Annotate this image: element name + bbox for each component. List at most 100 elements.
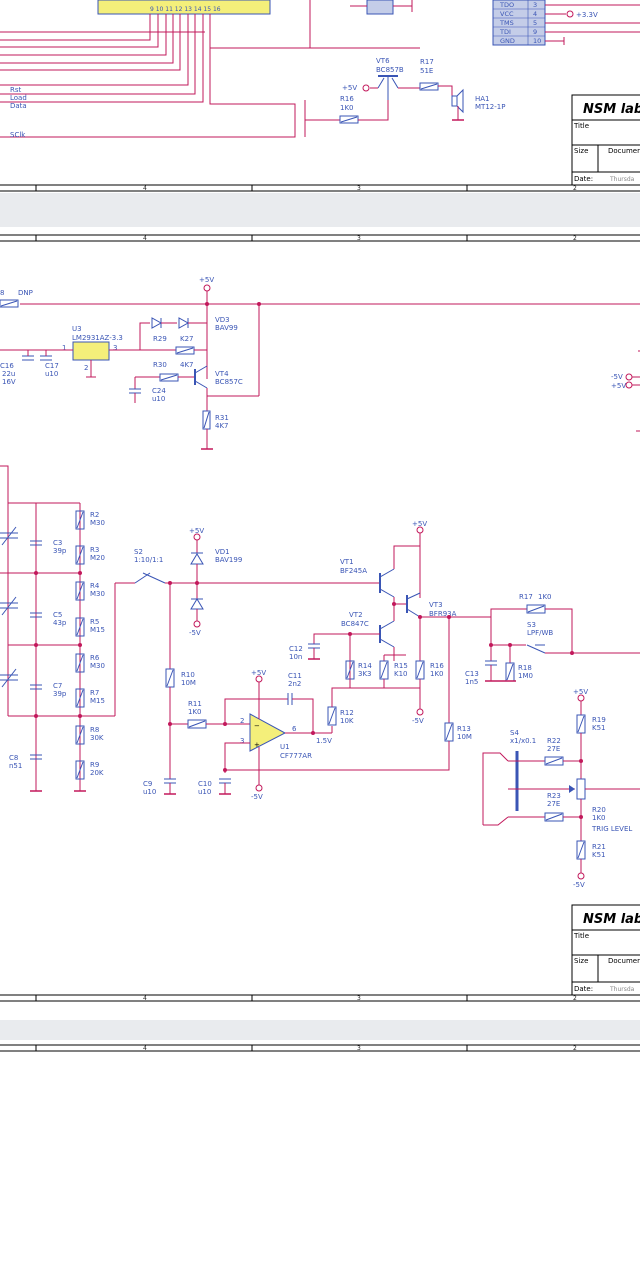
vt2-val: BC847C xyxy=(341,620,369,628)
r13-val: 10M xyxy=(457,733,472,741)
size-label-2: Size xyxy=(574,957,588,965)
r10-val: 10M xyxy=(181,679,196,687)
r6-val: M30 xyxy=(90,662,105,670)
jtag-vcc-pin: 4 xyxy=(533,10,537,18)
r9-ref: R9 xyxy=(90,761,99,769)
vt6-val: BC857B xyxy=(376,66,404,74)
r31-ref: R31 xyxy=(215,414,229,422)
net-rst: Rst xyxy=(10,86,22,94)
r12-val: 10K xyxy=(340,717,354,725)
vd1-neg-supply: -5V xyxy=(189,629,201,637)
r20-val: 1K0 xyxy=(592,814,606,822)
net-sclk: SClk xyxy=(10,131,26,139)
r15-val: K10 xyxy=(394,670,408,678)
u1-pin3: 3 xyxy=(240,737,244,745)
c11-ref: C11 xyxy=(288,672,302,680)
r11-ref: R11 xyxy=(188,700,202,708)
ruler-main-2: 2 xyxy=(573,995,577,1002)
u3-ref: U3 xyxy=(72,325,82,333)
c24-ref: C24 xyxy=(152,387,166,395)
c9-ref: C9 xyxy=(143,780,152,788)
u1-neg-supply: -5V xyxy=(251,793,263,801)
c12-val: 10n xyxy=(289,653,302,661)
r15-ref: R15 xyxy=(394,662,408,670)
lcd-bus-wires xyxy=(0,0,420,138)
r14-val: 3K3 xyxy=(358,670,372,678)
r19-val: K51 xyxy=(592,724,606,732)
r13-ref: R13 xyxy=(457,725,471,733)
lcd-module xyxy=(97,0,271,15)
r5-ref: R5 xyxy=(90,618,99,626)
r17-top-val: 51E xyxy=(420,67,433,75)
r7-ref: R7 xyxy=(90,689,99,697)
r6-ref: R6 xyxy=(90,654,100,662)
c17-val: u10 xyxy=(45,370,58,378)
vd1-pos-supply: +5V xyxy=(189,527,204,535)
title-label: Title xyxy=(573,122,589,130)
vd1-ref: VD1 xyxy=(215,548,230,556)
ruler-2: 2 xyxy=(573,185,577,192)
ruler-bottom-2: 2 xyxy=(573,1045,577,1052)
jtag-tms-label: TMS xyxy=(499,19,514,27)
c5-val: 43p xyxy=(53,619,67,627)
s4-val: x1/x0.1 xyxy=(510,737,536,745)
r18-val: 1M0 xyxy=(518,672,533,680)
r19-ref: R19 xyxy=(592,716,606,724)
r3-val: M20 xyxy=(90,554,105,562)
bias-voltage-label: 1.5V xyxy=(316,737,332,745)
vt4-val: BC857C xyxy=(215,378,243,386)
schematic-top-svg: 9 10 11 12 13 14 15 16 Rst Load Data SCl… xyxy=(0,0,640,192)
u1-pos-supply: +5V xyxy=(251,669,266,677)
pos5v-label-right: +5V xyxy=(611,382,626,390)
s2-val: 1:10/1:1 xyxy=(134,556,163,564)
dnp-label: DNP xyxy=(18,289,33,297)
r31-val: 4K7 xyxy=(215,422,229,430)
title-block-top: NSM lab Title Size Documer Date: Thursda xyxy=(571,94,640,186)
r12-ref: R12 xyxy=(340,709,354,717)
r16-top-ref: R16 xyxy=(340,95,354,103)
r16-ref: R16 xyxy=(430,662,444,670)
r21-ref: R21 xyxy=(592,843,606,851)
vt3-ref: VT3 xyxy=(429,601,443,609)
r16-val: 1K0 xyxy=(430,670,444,678)
r21-neg-supply: -5V xyxy=(573,881,585,889)
frontend-section: C3 39p C5 43p C7 39p C8 n51 R2 M30 R3 M2… xyxy=(0,465,640,889)
c10-ref: C10 xyxy=(198,780,212,788)
s4-ref: S4 xyxy=(510,729,519,737)
c8-ref: C8 xyxy=(9,754,18,762)
reg-supply-label: +5V xyxy=(199,276,214,284)
ha1-val: MT12-1P xyxy=(475,103,505,111)
company-name: NSM lab xyxy=(583,102,640,117)
r8-ref: R8 xyxy=(90,726,99,734)
vt2-ref: VT2 xyxy=(349,611,363,619)
r2-ref: R2 xyxy=(90,511,99,519)
jtag-tdi-pin: 9 xyxy=(533,28,537,36)
r8-val: 30K xyxy=(90,734,104,742)
schematic-sheet-bottom: 4 3 2 xyxy=(0,1040,640,1280)
c13-val: 1n5 xyxy=(465,678,478,686)
vt1-ref: VT1 xyxy=(340,558,354,566)
u1-val: CF777AR xyxy=(280,752,312,760)
r16-neg-supply: -5V xyxy=(412,717,424,725)
title-label-2: Title xyxy=(573,932,589,940)
c16-voltage: 16V xyxy=(2,378,16,386)
r7-val: M15 xyxy=(90,697,105,705)
ruler-main-3: 3 xyxy=(357,995,361,1002)
ruler-bottom-3: 3 xyxy=(357,1045,361,1052)
r4-ref: R4 xyxy=(90,582,100,590)
company-name-2: NSM lab xyxy=(583,912,640,927)
c24-val: u10 xyxy=(152,395,165,403)
vt3-val: BFR93A xyxy=(429,610,457,618)
date-value: Thursda xyxy=(609,176,635,183)
u3-pin2: 2 xyxy=(84,364,88,372)
regulator-section: +5V 8 DNP U3 LM2931AZ-3.3 1 3 2 C16 22u … xyxy=(0,276,640,450)
jtag-tdo-label: TDO xyxy=(499,1,514,9)
jtag-tdi-label: TDI xyxy=(499,28,511,36)
c7-ref: C7 xyxy=(53,682,62,690)
jtag-tdo-pin: 3 xyxy=(533,1,537,9)
c13-ref: C13 xyxy=(465,670,479,678)
document-label-2: Documer xyxy=(608,957,640,965)
r22-ref: R22 xyxy=(547,737,561,745)
c9-val: u10 xyxy=(143,788,156,796)
r30-ref: R30 xyxy=(153,361,167,369)
